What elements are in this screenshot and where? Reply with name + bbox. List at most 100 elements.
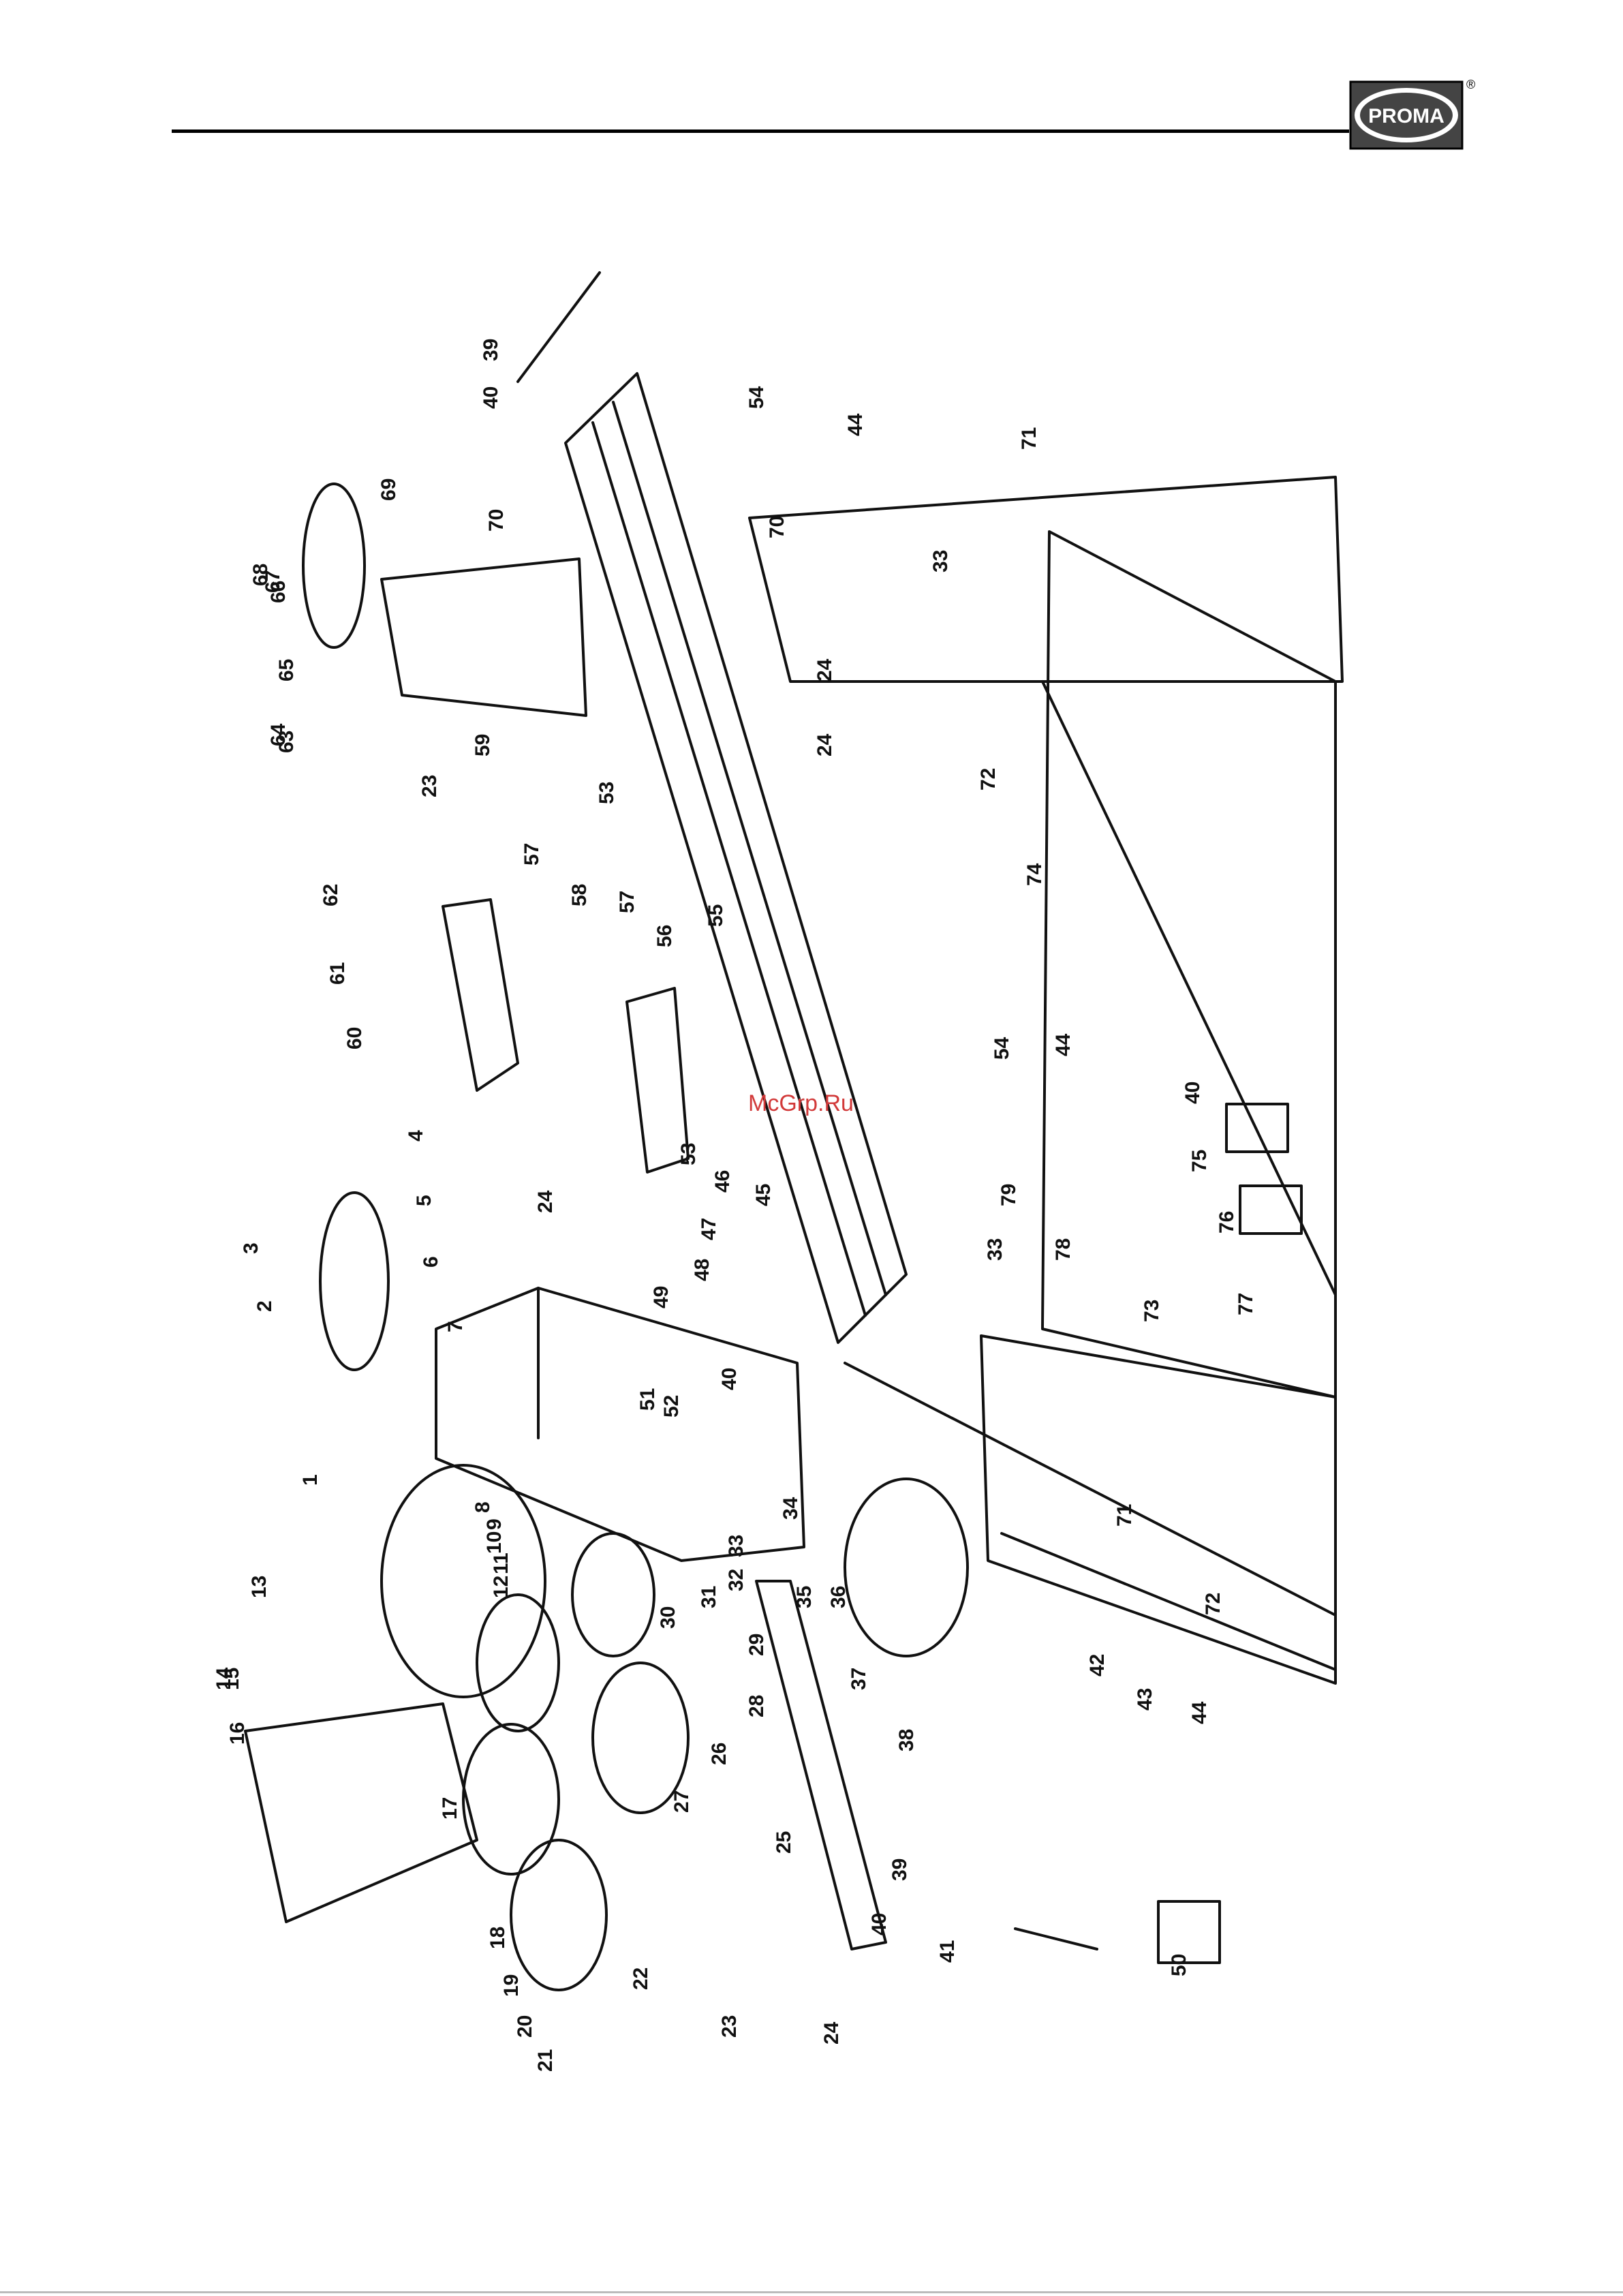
part-label: 23 xyxy=(718,2015,741,2038)
part-label: 38 xyxy=(895,1729,918,1751)
part-label: 42 xyxy=(1086,1654,1109,1677)
part-label: 9 xyxy=(483,1518,506,1530)
watermark: McGrp.Ru xyxy=(748,1090,854,1117)
part-label: 32 xyxy=(725,1569,747,1591)
part-label: 39 xyxy=(888,1858,911,1881)
part-label: 43 xyxy=(1134,1688,1156,1711)
part-label: 58 xyxy=(568,884,591,906)
tool-rest xyxy=(443,900,518,1090)
part-label: 72 xyxy=(977,768,1000,791)
part-label: 69 xyxy=(377,478,400,501)
part-label: 22 xyxy=(630,1968,652,1990)
part-label: 31 xyxy=(698,1586,720,1608)
part-label: 70 xyxy=(766,516,788,538)
part-label: 13 xyxy=(248,1576,270,1598)
part-label: 33 xyxy=(725,1535,747,1557)
part-label: 44 xyxy=(1052,1033,1075,1056)
part-label: 68 xyxy=(249,564,272,586)
part-label: 5 xyxy=(413,1195,435,1206)
part-label: 24 xyxy=(814,733,836,756)
stand-left xyxy=(981,1336,1335,1683)
motor-pulley xyxy=(477,1595,559,1731)
part-label: 29 xyxy=(745,1634,768,1656)
part-label: 19 xyxy=(500,1974,523,1997)
part-label: 27 xyxy=(670,1790,693,1813)
part-label: 61 xyxy=(326,962,349,985)
part-label: 24 xyxy=(814,658,836,682)
part-label: 53 xyxy=(596,782,618,804)
part-label: 56 xyxy=(653,925,676,947)
bed-rail xyxy=(613,402,886,1295)
pulley-17 xyxy=(463,1724,559,1874)
id-plate xyxy=(1158,1901,1220,1963)
part-label: 53 xyxy=(677,1143,700,1165)
part-label: 2 xyxy=(253,1300,276,1312)
part-label: 49 xyxy=(650,1286,673,1308)
stand-right xyxy=(749,477,1342,682)
part-label: 1 xyxy=(299,1474,322,1486)
part-label: 24 xyxy=(534,1190,557,1213)
part-label: 40 xyxy=(868,1913,891,1935)
part-label: 7 xyxy=(444,1321,467,1332)
part-label: 34 xyxy=(779,1497,802,1520)
part-label: 45 xyxy=(752,1184,775,1206)
part-label: 44 xyxy=(844,413,867,436)
part-label: 72 xyxy=(1202,1593,1224,1615)
part-label: 6 xyxy=(420,1256,442,1268)
part-label: 26 xyxy=(708,1743,730,1765)
pulley-30 xyxy=(572,1533,654,1656)
part-label: 17 xyxy=(439,1797,461,1820)
part-label: 40 xyxy=(480,386,502,409)
part-label: 55 xyxy=(705,904,727,927)
part-label: 46 xyxy=(711,1170,734,1193)
part-label: 62 xyxy=(320,884,342,906)
part-label: 35 xyxy=(793,1586,816,1608)
part-label: 65 xyxy=(275,659,298,682)
part-label: 11 xyxy=(490,1552,512,1574)
part-label: 59 xyxy=(472,734,494,756)
faceplate xyxy=(845,1479,968,1656)
part-label: 40 xyxy=(1181,1082,1204,1104)
part-label: 37 xyxy=(848,1668,870,1690)
part-label: 57 xyxy=(616,891,638,913)
part-label: 71 xyxy=(1113,1504,1136,1527)
part-label-layer: 1 2 3 4 5 6 7 8 9 10 11 12 13 14 15 16 1… xyxy=(213,339,1257,2072)
part-label: 40 xyxy=(718,1368,741,1390)
part-label: 54 xyxy=(745,386,768,409)
part-label: 25 xyxy=(773,1831,795,1854)
part-label: 30 xyxy=(657,1606,679,1629)
part-label: 70 xyxy=(485,509,508,532)
pulley-18 xyxy=(511,1840,606,1990)
part-label: 48 xyxy=(691,1259,713,1281)
part-label: 64 xyxy=(267,723,290,746)
part-label: 23 xyxy=(418,775,441,797)
part-label: 10 xyxy=(483,1531,506,1554)
part-label: 73 xyxy=(1141,1300,1163,1322)
tailstock xyxy=(382,559,586,716)
part-label: 47 xyxy=(698,1218,720,1240)
knockout-bar xyxy=(1015,1929,1097,1949)
part-label: 54 xyxy=(991,1037,1013,1060)
part-label: 75 xyxy=(1188,1150,1211,1172)
part-label: 74 xyxy=(1023,863,1046,886)
stand-brace-2 xyxy=(1002,1533,1335,1670)
part-label: 33 xyxy=(929,550,952,572)
part-label: 51 xyxy=(636,1388,659,1411)
part-label: 76 xyxy=(1216,1211,1238,1234)
part-label: 52 xyxy=(660,1395,683,1418)
part-label: 24 xyxy=(820,2021,843,2045)
part-label: 57 xyxy=(521,843,543,866)
part-label: 12 xyxy=(490,1576,512,1598)
part-label: 44 xyxy=(1188,1701,1211,1724)
part-label: 15 xyxy=(221,1668,243,1690)
stand-frame xyxy=(1042,532,1335,1397)
part-label: 77 xyxy=(1235,1293,1257,1315)
part-label: 60 xyxy=(343,1027,366,1050)
stand-brace xyxy=(1042,682,1335,1295)
motor xyxy=(382,1465,545,1697)
part-label: 28 xyxy=(745,1695,768,1717)
handwheel-67 xyxy=(303,484,365,647)
handwheel xyxy=(320,1193,388,1370)
part-label: 8 xyxy=(472,1501,494,1513)
